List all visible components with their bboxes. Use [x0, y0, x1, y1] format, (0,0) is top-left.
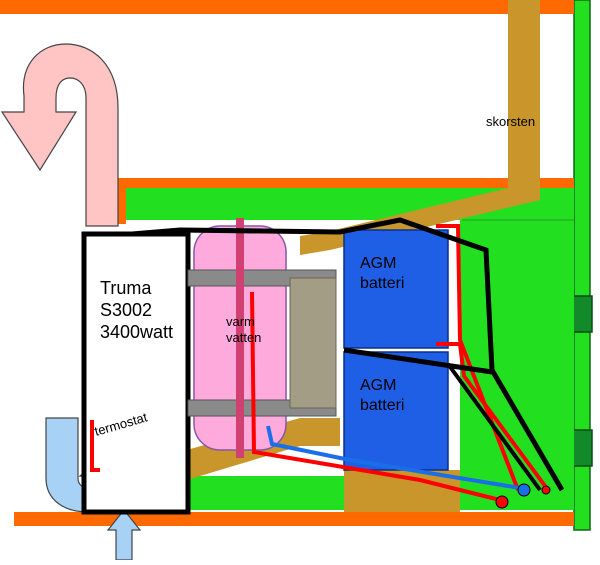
tank-mount-block [289, 277, 337, 409]
red-wire-mid [436, 342, 550, 492]
tank-label-1: varm [226, 314, 255, 329]
black-wire-battery-link [343, 347, 493, 375]
hot-air-arrow [0, 43, 119, 227]
battery-top [343, 229, 449, 349]
battery-bottom [343, 351, 449, 471]
blue-terminal [517, 483, 531, 497]
heater-label-2: S3002 [100, 300, 152, 320]
red-terminal-1 [495, 495, 509, 509]
chimney-label: skorsten [486, 114, 535, 129]
wall-fitting-top [571, 295, 593, 333]
battery-top-label-2: batteri [360, 275, 404, 292]
black-wire-bottom [446, 362, 542, 492]
shelf-orange-lip [118, 178, 126, 224]
battery-bottom-label-2: batteri [360, 397, 404, 414]
red-wire-top [436, 224, 520, 491]
battery-bottom-label-1: AGM [360, 377, 396, 394]
bottom-orange-beam [14, 512, 574, 526]
red-terminal-2 [541, 485, 551, 495]
chimney [300, 0, 540, 255]
intake-up-arrow [106, 509, 142, 561]
red-wire-tank [250, 291, 501, 502]
wall-fitting-bottom [571, 429, 593, 467]
compartment-green [460, 218, 574, 510]
tank-label-2: vatten [226, 330, 261, 345]
battery-top-label-1: AGM [360, 255, 396, 272]
heater-label-1: Truma [100, 278, 152, 298]
thermostat-wire [90, 420, 100, 472]
blue-wire [266, 425, 521, 490]
tank-rod [236, 218, 244, 458]
top-orange-beam [0, 0, 574, 14]
heater-label-3: 3400watt [100, 322, 173, 342]
shelf-orange [122, 178, 574, 188]
